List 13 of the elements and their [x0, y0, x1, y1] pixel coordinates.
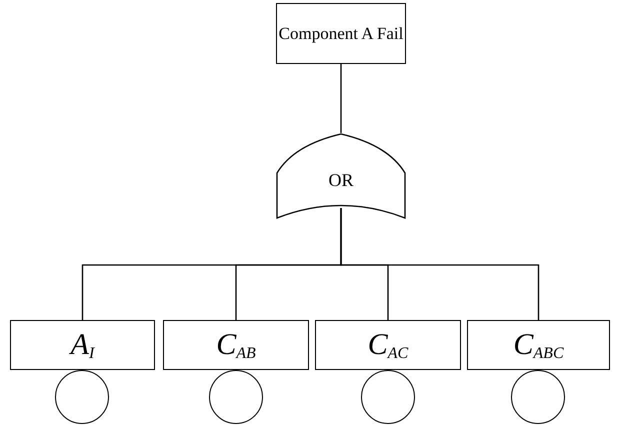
- event-box: [315, 320, 461, 370]
- event-label: A$_{I}$: [70, 330, 94, 360]
- event-box: [163, 320, 309, 370]
- event-box: [467, 320, 610, 370]
- event-label: C$_{AB}$: [216, 330, 256, 360]
- gate-label: OR: [327, 171, 354, 189]
- top-event-box: [276, 3, 406, 64]
- event-box: [10, 320, 155, 370]
- event-label: C$_{AC}$: [368, 330, 408, 360]
- event-label: C$_{ABC}$: [513, 330, 564, 360]
- connector-line: [340, 208, 540, 320]
- event-label: Component A Fail: [278, 22, 404, 44]
- connector-line: [340, 64, 342, 133]
